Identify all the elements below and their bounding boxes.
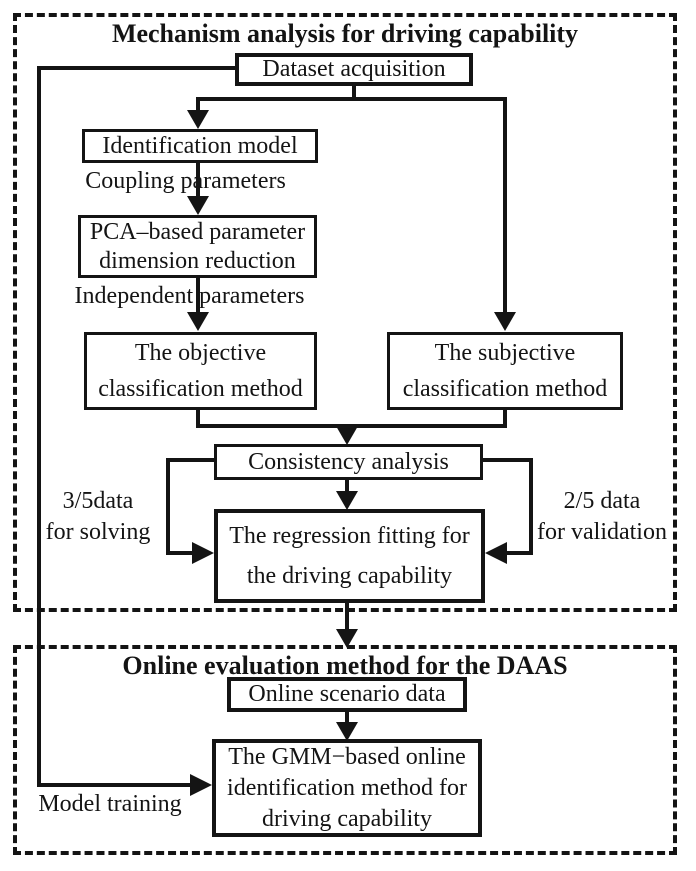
node-gmm-identification: The GMM−based online identification meth…	[212, 739, 482, 837]
label-independent-parameters: Independent parameters	[74, 283, 305, 309]
solving-loop-vertical-line	[166, 458, 170, 555]
dataset-stub-line	[352, 85, 356, 101]
consistency-to-regression-stem	[345, 480, 349, 493]
solving-loop-top-line	[166, 458, 218, 462]
to-identification-stem	[196, 97, 200, 111]
online-to-gmm-arrowhead-icon	[336, 722, 358, 741]
node-consistency-analysis: Consistency analysis	[214, 444, 483, 480]
identification-to-pca-arrowhead-icon	[187, 196, 209, 215]
validation-arrowhead-icon	[485, 542, 507, 564]
consistency-to-regression-arrowhead-icon	[336, 491, 358, 510]
node-identification-model: Identification model	[82, 129, 318, 163]
node-regression-fitting: The regression fitting for the driving c…	[214, 509, 485, 603]
label-validation-data: 2/5 data for validation	[537, 488, 667, 545]
objective-merge-stub	[196, 410, 200, 428]
subjective-merge-stub	[503, 410, 507, 428]
to-subjective-stem	[503, 97, 507, 313]
feedback-top-line	[37, 66, 235, 70]
model-training-line	[37, 783, 192, 787]
node-pca-dimension-reduction: PCA–based parameter dimension reduction	[78, 215, 317, 278]
mechanism-section-title: Mechanism analysis for driving capabilit…	[111, 19, 579, 48]
branch-horizontal-line	[196, 97, 507, 101]
label-model-training: Model training	[38, 791, 182, 817]
validation-loop-bottom-line	[505, 551, 533, 555]
node-online-scenario-data: Online scenario data	[227, 677, 467, 712]
identification-to-pca-stem	[196, 162, 200, 196]
regression-to-online-stem	[345, 602, 349, 630]
to-identification-arrowhead-icon	[187, 110, 209, 129]
node-dataset-acquisition: Dataset acquisition	[235, 53, 473, 86]
label-solving-data: 3/5data for solving	[45, 488, 151, 545]
pca-to-objective-stem	[196, 277, 200, 313]
validation-loop-vertical-line	[529, 458, 533, 555]
label-coupling-parameters: Coupling parameters	[85, 168, 286, 194]
regression-to-online-arrowhead-icon	[336, 629, 358, 648]
node-subjective-classification: The subjective classification method	[387, 332, 623, 410]
to-subjective-arrowhead-icon	[494, 312, 516, 331]
online-to-gmm-stem	[345, 711, 349, 724]
model-training-arrowhead-icon	[190, 774, 212, 796]
solving-loop-bottom-line	[166, 551, 194, 555]
feedback-vertical-line	[37, 66, 41, 787]
online-section-title: Online evaluation method for the DAAS	[122, 651, 568, 680]
pca-to-objective-arrowhead-icon	[187, 312, 209, 331]
node-objective-classification: The objective classification method	[84, 332, 317, 410]
solving-arrowhead-icon	[192, 542, 214, 564]
validation-loop-top-line	[480, 458, 533, 462]
merge-to-consistency-arrowhead-icon	[336, 426, 358, 445]
